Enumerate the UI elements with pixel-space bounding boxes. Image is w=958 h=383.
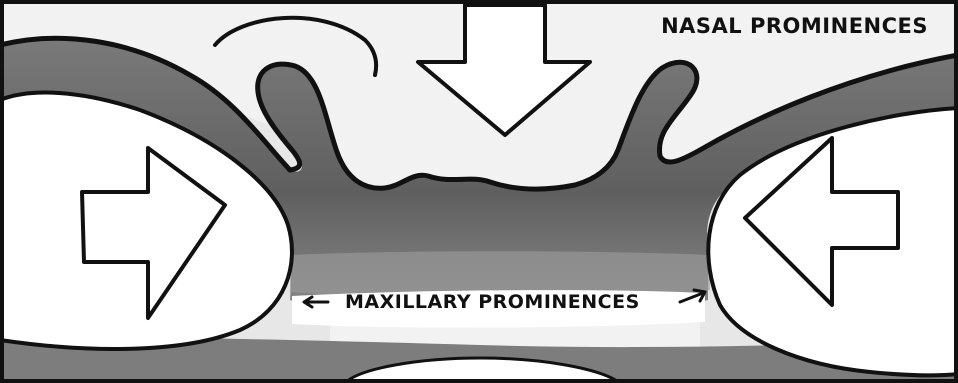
nasal-prominences-label: NASAL PROMINENCES [661, 14, 928, 38]
maxillary-prominences-label: MAXILLARY PROMINENCES [345, 291, 640, 313]
